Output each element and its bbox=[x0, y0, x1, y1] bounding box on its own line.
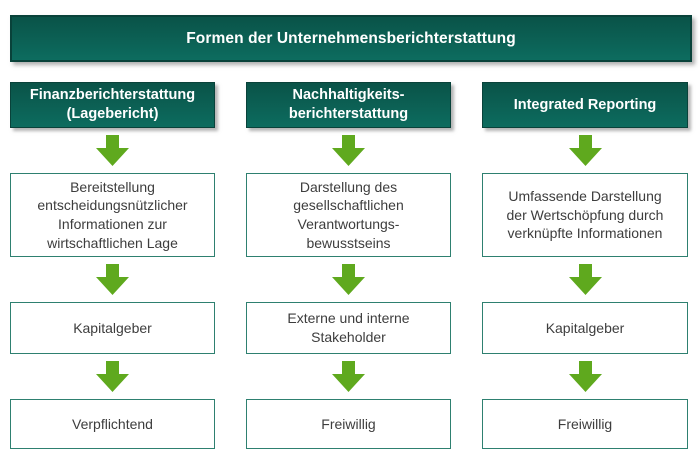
down-arrow-icon bbox=[568, 264, 602, 295]
down-arrow-icon bbox=[568, 135, 602, 166]
column-header: Integrated Reporting bbox=[482, 82, 688, 128]
column-header: Nachhaltigkeits- berichterstattung bbox=[246, 82, 451, 128]
column-finanzberichterstattung: Finanzberichterstattung (Lagebericht) Be… bbox=[10, 82, 215, 449]
column-nachhaltigkeitsberichterstattung: Nachhaltigkeits- berichterstattung Darst… bbox=[246, 82, 451, 449]
audience-box: Externe und interne Stakeholder bbox=[246, 302, 451, 354]
down-arrow-icon bbox=[96, 361, 129, 392]
purpose-box: Bereitstellung entscheidungsnützlicher I… bbox=[10, 173, 215, 257]
audience-box: Kapitalgeber bbox=[10, 302, 215, 354]
purpose-box: Umfassende Darstellung der Wertschöpfung… bbox=[482, 173, 688, 257]
column-header: Finanzberichterstattung (Lagebericht) bbox=[10, 82, 215, 128]
main-title-bar: Formen der Unternehmensberichterstattung bbox=[10, 15, 692, 62]
down-arrow-icon bbox=[568, 361, 602, 392]
down-arrow-icon bbox=[332, 135, 365, 166]
purpose-box: Darstellung des gesellschaftlichen Veran… bbox=[246, 173, 451, 257]
obligation-box: Freiwillig bbox=[482, 399, 688, 449]
column-integrated-reporting: Integrated Reporting Umfassende Darstell… bbox=[482, 82, 688, 449]
obligation-box: Freiwillig bbox=[246, 399, 451, 449]
down-arrow-icon bbox=[96, 135, 129, 166]
columns-container: Finanzberichterstattung (Lagebericht) Be… bbox=[10, 82, 688, 449]
down-arrow-icon bbox=[96, 264, 129, 295]
down-arrow-icon bbox=[332, 264, 365, 295]
down-arrow-icon bbox=[332, 361, 365, 392]
audience-box: Kapitalgeber bbox=[482, 302, 688, 354]
obligation-box: Verpflichtend bbox=[10, 399, 215, 449]
